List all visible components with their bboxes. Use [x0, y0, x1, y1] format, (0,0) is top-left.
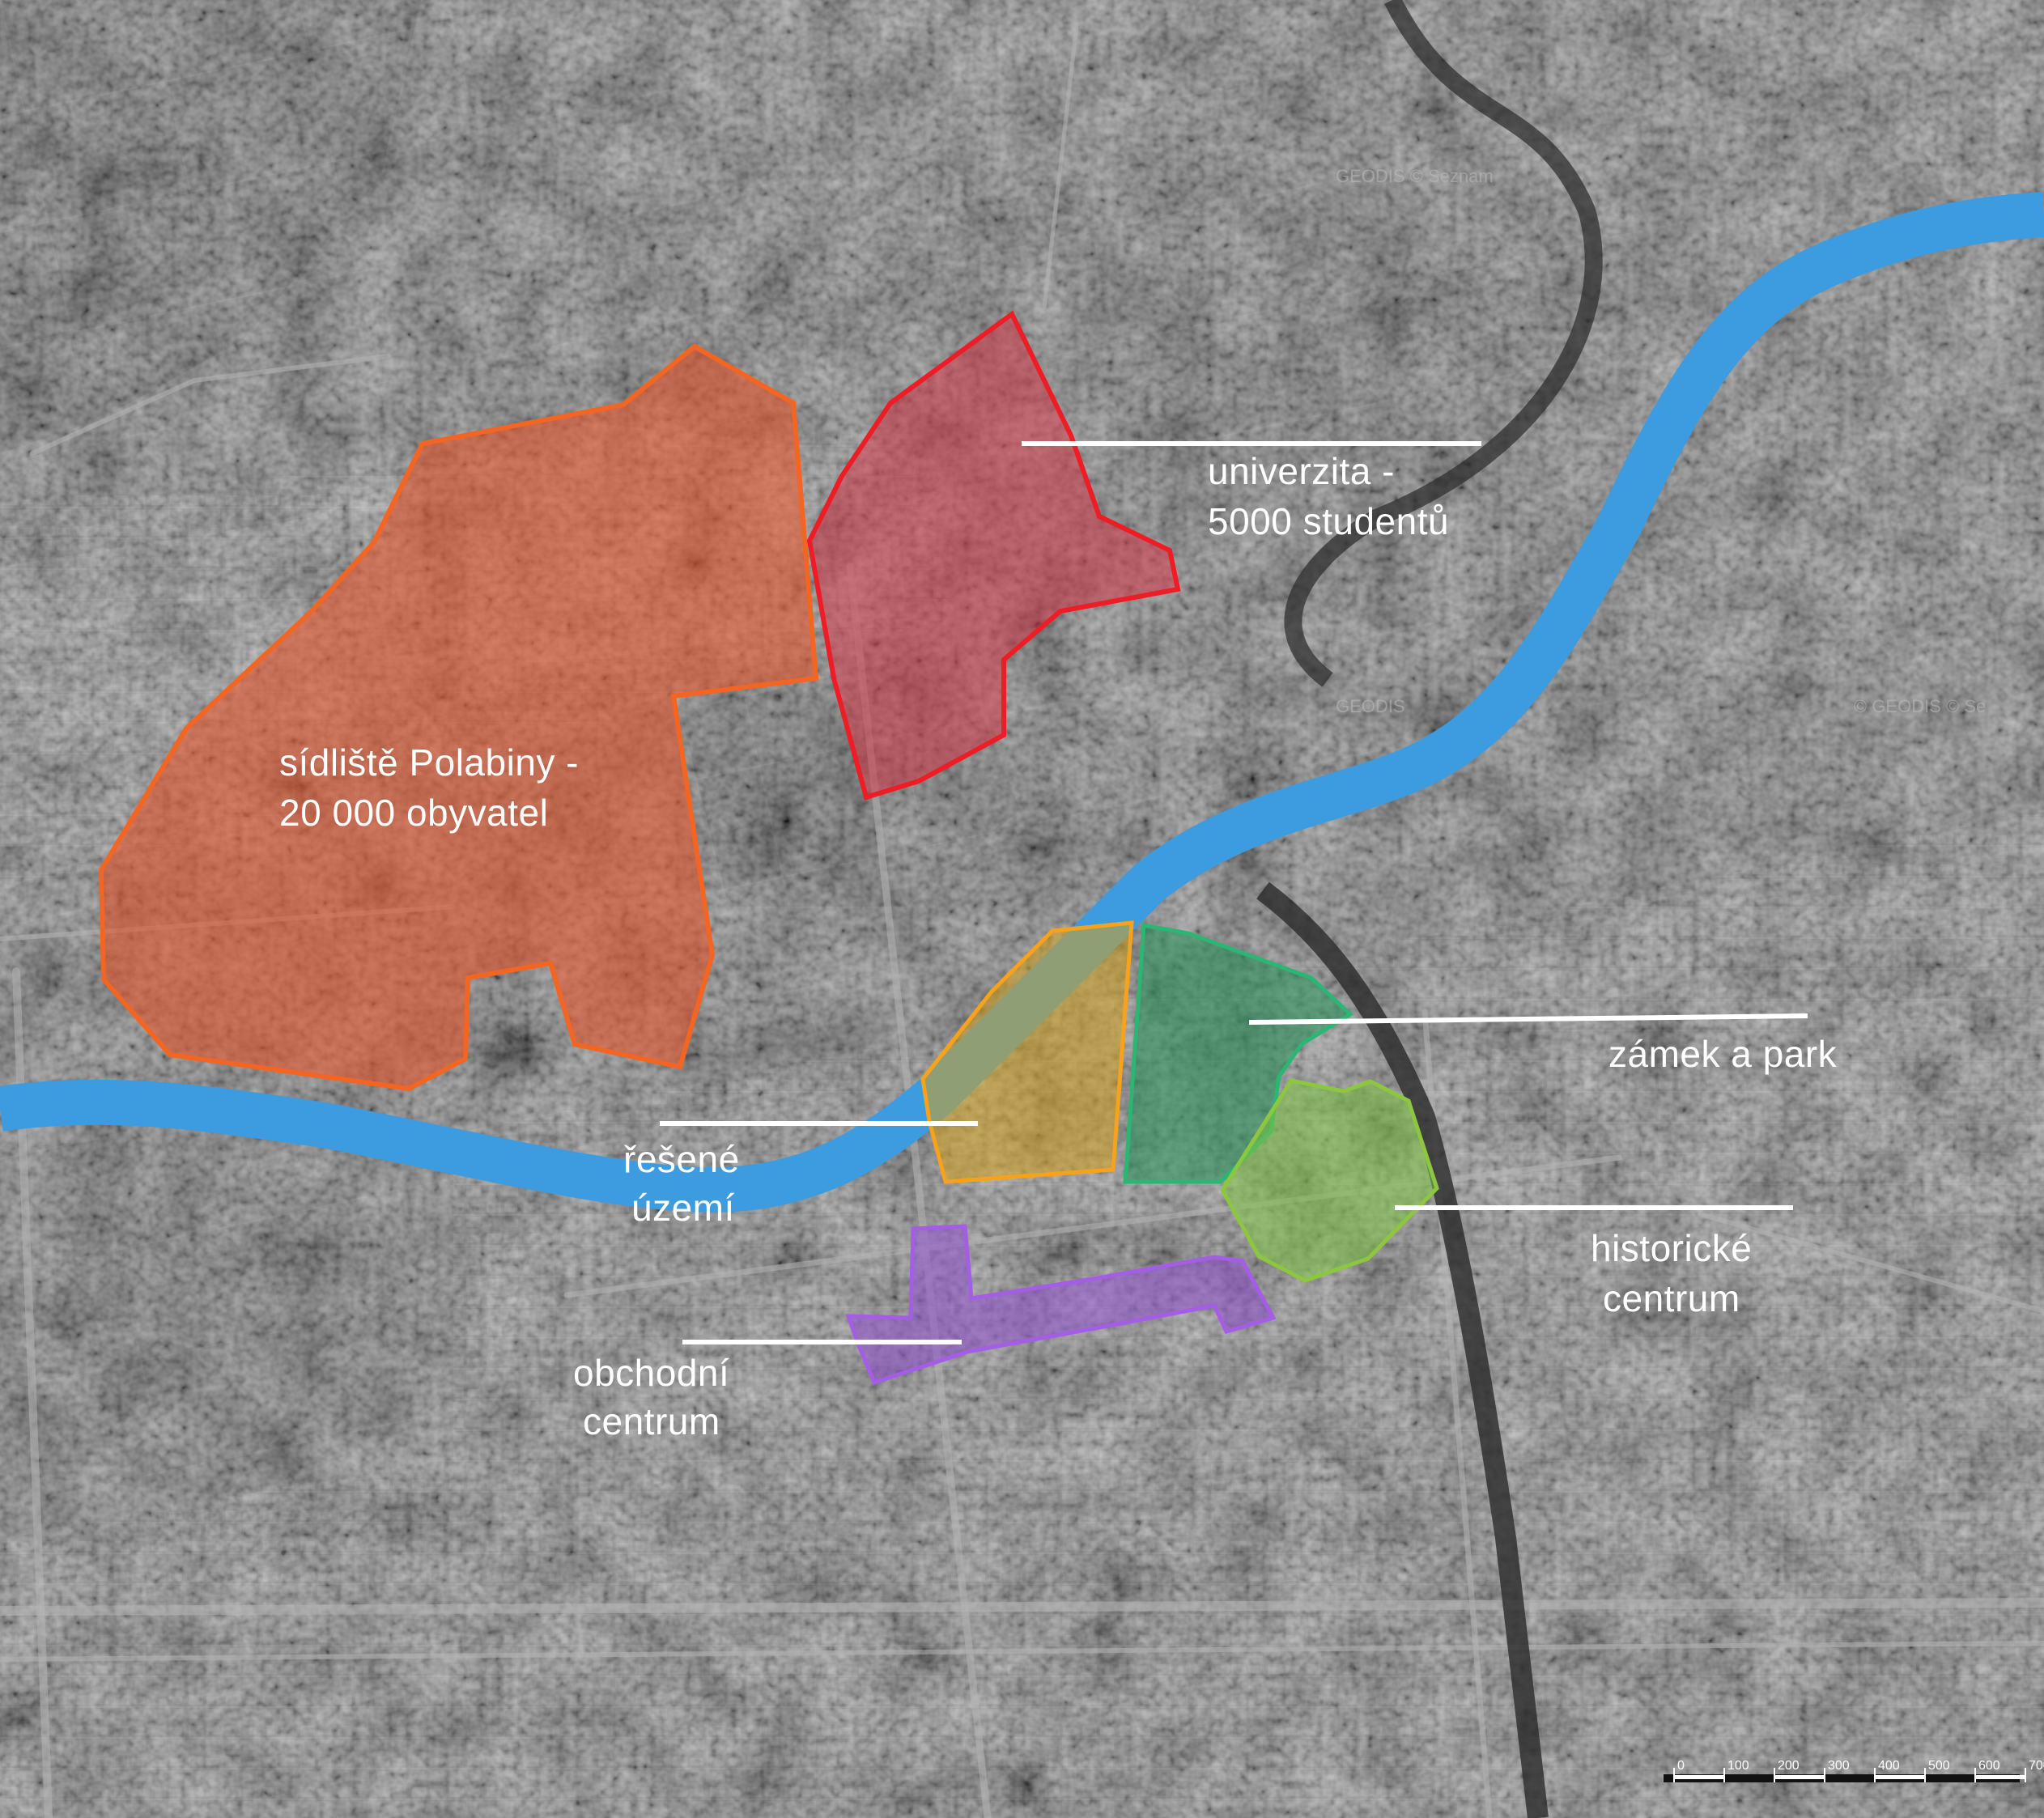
scale-tick-label: 500 — [1928, 1759, 1950, 1773]
area-polabiny[interactable] — [98, 343, 819, 1092]
scale-segment — [1724, 1775, 1774, 1779]
leader-lines — [660, 441, 1808, 1344]
scale-segment — [1674, 1775, 1724, 1779]
label-historicke-line2: centrum — [1603, 1277, 1740, 1319]
area-resene-uzemi[interactable] — [920, 920, 1134, 1184]
label-obchodni-line1: obchodní — [573, 1352, 729, 1394]
label-obchodni-line2: centrum — [583, 1400, 720, 1442]
scale-segment — [1774, 1775, 1825, 1779]
label-zamek: zámek a park — [1608, 1033, 1838, 1075]
area-univerzita[interactable] — [806, 310, 1181, 801]
label-resene-line2: území — [631, 1187, 735, 1229]
label-univerzita-line1: univerzita - — [1208, 450, 1395, 492]
label-polabiny-line1: sídliště Polabiny - — [279, 741, 579, 784]
label-polabiny-line2: 20 000 obyvatel — [279, 792, 548, 834]
area-historicke-centrum[interactable] — [1220, 1078, 1439, 1283]
scale-tick-label: 100 — [1727, 1759, 1749, 1773]
scale-segment — [1925, 1775, 1975, 1779]
scale-tick-label: 400 — [1878, 1759, 1900, 1773]
scale-bar: 0 100 200 300 400 500 600 700 — [1664, 1759, 2044, 1782]
label-univerzita-line2: 5000 studentů — [1208, 500, 1449, 542]
area-zamek[interactable] — [1123, 923, 1354, 1184]
scale-tick-label: 300 — [1828, 1759, 1850, 1773]
map-labels: sídliště Polabiny - 20 000 obyvatel univ… — [279, 450, 1838, 1442]
label-historicke-line1: historické — [1591, 1227, 1752, 1269]
scale-segment — [1875, 1775, 1925, 1779]
scale-tick-label: 200 — [1778, 1759, 1800, 1773]
scale-tick-label: 600 — [1978, 1759, 2000, 1773]
watermark-1: GEODIS © Seznam — [1336, 166, 1494, 186]
watermark-2: GEODIS — [1336, 696, 1405, 716]
scale-tick-label: 0 — [1677, 1759, 1685, 1773]
label-resene-line1: řešené — [623, 1138, 740, 1180]
scale-tick-label: 700 — [2029, 1759, 2044, 1773]
highlighted-areas — [98, 310, 1439, 1386]
scale-segment — [1975, 1775, 2025, 1779]
map-watermarks: GEODIS © Seznam GEODIS © GEODIS © Se — [1336, 166, 1986, 716]
watermark-3: © GEODIS © Se — [1854, 696, 1986, 716]
leader-zamek — [1248, 1013, 1808, 1025]
scale-segment — [1825, 1775, 1875, 1779]
river — [0, 192, 2044, 1213]
